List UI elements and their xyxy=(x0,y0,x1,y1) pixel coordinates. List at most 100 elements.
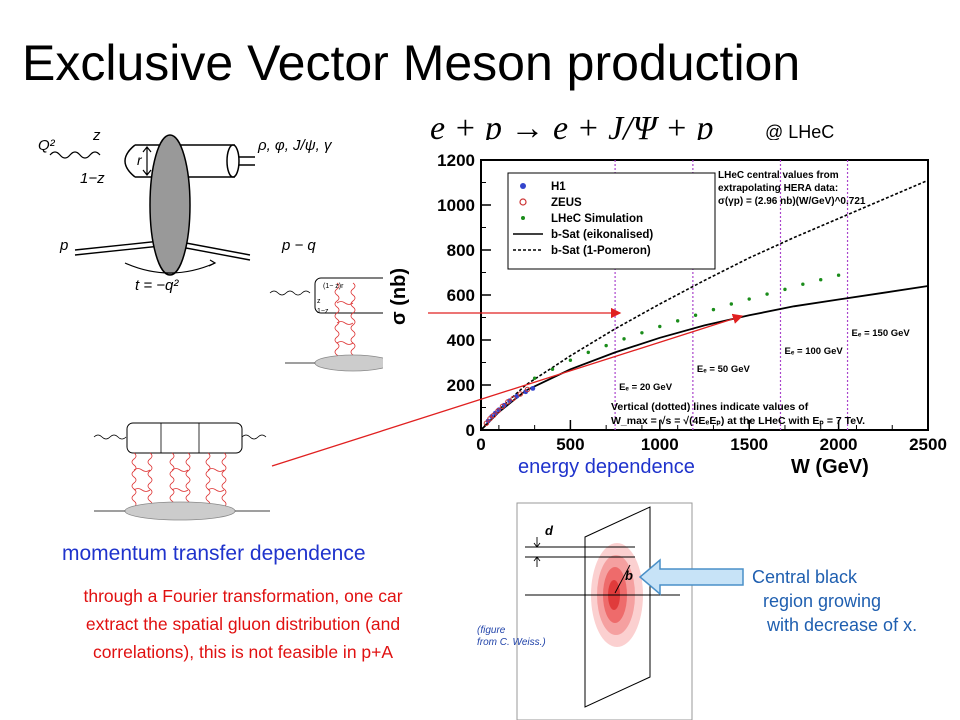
zeus-point xyxy=(490,412,497,419)
legend-symbol xyxy=(519,198,527,206)
zeus-point xyxy=(510,395,516,402)
legend-label: LHeC Simulation xyxy=(551,213,643,225)
small-1mz-label: 1−z xyxy=(317,308,329,315)
b-label: b xyxy=(625,568,633,583)
lhec-sim-point xyxy=(604,343,608,348)
y-tick-label: 0 xyxy=(466,421,475,440)
h1-point xyxy=(530,385,536,391)
zeus-point xyxy=(524,386,531,393)
small-z-label: z xyxy=(317,298,321,305)
beam-energy-label: Eₑ = 20 GeV xyxy=(619,382,673,393)
dipole-diagram: Q² z 1−z r ρ, φ, J/ψ, γ p p − q t = −q² xyxy=(38,127,333,294)
x-tick-label: 2500 xyxy=(909,435,947,454)
r-label: r xyxy=(137,152,143,168)
fourier-text: through a Fourier transformation, one ca… xyxy=(0,582,486,666)
momentum-transfer-label: momentum transfer dependence xyxy=(62,542,366,565)
gluon-ladder-large xyxy=(93,422,270,521)
lhec-sim-point xyxy=(765,292,769,296)
zeus-point xyxy=(499,403,506,410)
info-line: LHeC central values from xyxy=(718,170,839,181)
credit-line-2: from C. Weiss.) xyxy=(477,637,546,648)
y-axis-label: σ (nb) xyxy=(388,268,410,325)
info-line: extrapolating HERA data: xyxy=(718,183,838,194)
y-tick-label: 1200 xyxy=(437,151,475,170)
lhec-sim-point xyxy=(693,313,698,317)
fourier-line: extract the spatial gluon distribution (… xyxy=(85,614,401,634)
x-tick-label: 500 xyxy=(556,435,584,454)
beam-energy-label: Eₑ = 150 GeV xyxy=(852,328,911,339)
beam-energy-label: Eₑ = 100 GeV xyxy=(784,346,843,357)
p-minus-q-label: p − q xyxy=(281,237,316,254)
lhec-sim-point xyxy=(532,376,537,380)
fourier-line: through a Fourier transformation, one ca… xyxy=(83,586,403,606)
info-line: σ(γp) = (2.96 nb)(W/GeV)^0.721 xyxy=(718,196,866,207)
zeus-point xyxy=(495,408,501,414)
bsat-1pomeron-curve xyxy=(480,179,929,431)
lhec-label: @ LHeC xyxy=(765,122,835,142)
impact-parameter-figure: d b Central black region growing with de… xyxy=(477,502,917,720)
lhec-sim-point xyxy=(801,282,805,286)
d-label: d xyxy=(545,523,554,538)
caption-line-2: region growing xyxy=(763,591,881,611)
y-tick-label: 800 xyxy=(447,241,475,260)
lhec-sim-point xyxy=(568,358,573,362)
pointer-arrow xyxy=(638,558,744,596)
lhec-sim-point xyxy=(783,287,787,292)
y-tick-label: 600 xyxy=(447,286,475,305)
legend-symbol xyxy=(520,183,526,189)
transverse-plane xyxy=(584,506,651,708)
photon-line xyxy=(49,151,101,159)
fourier-line: correlations), this is not feasible in p… xyxy=(92,642,394,662)
legend-label: b-Sat (eikonalised) xyxy=(551,229,653,241)
h1-point xyxy=(523,389,529,395)
legend-symbol xyxy=(521,216,525,220)
h1-point xyxy=(485,418,491,424)
zeus-point xyxy=(487,416,493,422)
zeus-point xyxy=(517,391,524,397)
lhec-sim-point xyxy=(622,337,626,341)
zeus-point xyxy=(505,399,511,405)
lhec-sim-point xyxy=(675,319,680,323)
legend-label: H1 xyxy=(551,181,566,193)
lhec-sim-point xyxy=(550,367,555,371)
zeus-point xyxy=(483,420,490,426)
lhec-sim-point xyxy=(819,278,823,282)
t-label: t = −q² xyxy=(135,277,179,294)
y-tick-label: 400 xyxy=(447,331,475,350)
legend-box xyxy=(507,172,716,270)
legend-label: b-Sat (1-Pomeron) xyxy=(551,245,651,257)
x-axis-label: W (GeV) xyxy=(791,456,869,478)
beam-energy-label: Eₑ = 50 GeV xyxy=(697,364,751,375)
arrow-to-eikonal-curve xyxy=(271,313,744,467)
z-label: z xyxy=(92,127,101,144)
p-label: p xyxy=(59,237,68,254)
lhec-sim-point xyxy=(711,307,716,312)
target-blob xyxy=(149,134,191,276)
lhec-sim-point xyxy=(836,273,841,277)
x-tick-label: 0 xyxy=(476,435,485,454)
lhec-sim-point xyxy=(640,331,644,335)
x-tick-label: 1500 xyxy=(730,435,768,454)
vertical-line-note: Vertical (dotted) lines indicate values … xyxy=(611,401,809,413)
small-top-label: (1− z)r xyxy=(323,283,344,290)
y-tick-label: 1000 xyxy=(437,196,475,215)
energy-dependence-label: energy dependence xyxy=(518,456,695,478)
q2-label: Q² xyxy=(38,137,56,154)
one-minus-z-label: 1−z xyxy=(80,170,105,187)
credit-line-1: (figure xyxy=(477,625,506,636)
mesons-label: ρ, φ, J/ψ, γ xyxy=(257,137,333,154)
lhec-sim-point xyxy=(658,324,662,329)
reaction-formula: e + p → e + J/Ψ + p xyxy=(430,110,714,147)
lhec-sim-point xyxy=(747,297,751,301)
y-tick-label: 200 xyxy=(447,376,475,395)
bsat-eikonalised-curve xyxy=(480,285,929,431)
lhec-sim-point xyxy=(586,350,590,355)
lhec-sim-point xyxy=(729,302,734,306)
caption-line-3: with decrease of x. xyxy=(766,615,917,635)
x-tick-label: 1000 xyxy=(641,435,679,454)
page-title: Exclusive Vector Meson production xyxy=(22,35,801,91)
caption-line-1: Central black xyxy=(752,567,858,587)
x-tick-label: 2000 xyxy=(820,435,858,454)
legend-label: ZEUS xyxy=(551,197,582,209)
